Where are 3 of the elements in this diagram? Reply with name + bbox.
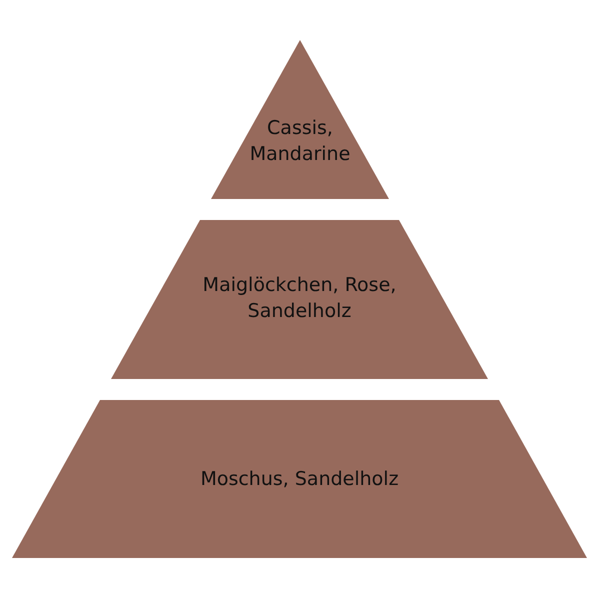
tier-label: Moschus, Sandelholz xyxy=(199,467,400,492)
tier-label: Cassis, Mandarine xyxy=(248,116,352,167)
tier-label: Maiglöckchen, Rose, Sandelholz xyxy=(202,273,398,324)
